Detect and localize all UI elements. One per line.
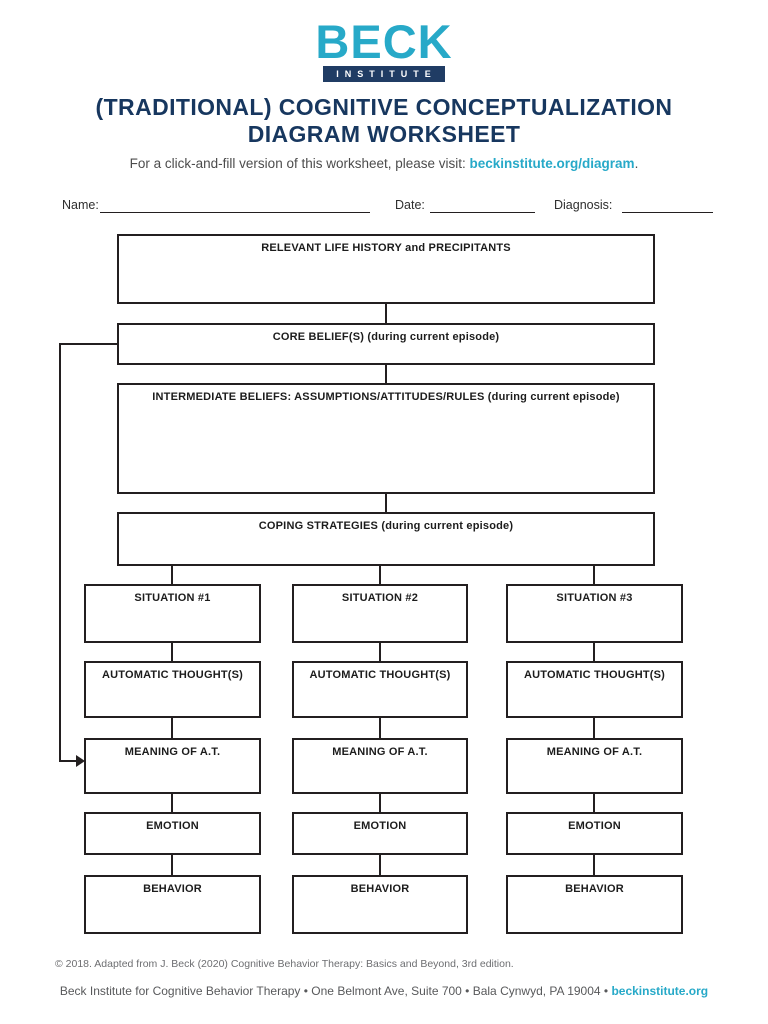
date-blank-line [430, 212, 535, 213]
connector-coping-to-situation-1 [171, 566, 173, 584]
connector-situation-to-at-3 [593, 643, 595, 661]
box-behavior-3: BEHAVIOR [506, 875, 683, 934]
connector-meaning-to-emotion-2 [379, 794, 381, 812]
beck-logo-institute-bar: INSTITUTE [323, 66, 445, 82]
connector-history-to-core [385, 304, 387, 323]
box-meaning-of-at-3: MEANING OF A.T. [506, 738, 683, 794]
copyright-note: © 2018. Adapted from J. Beck (2020) Cogn… [55, 958, 514, 970]
box-relevant-life-history: RELEVANT LIFE HISTORY and PRECIPITANTS [117, 234, 655, 304]
page-title: (TRADITIONAL) COGNITIVE CONCEPTUALIZATIO… [0, 94, 768, 148]
footer-website-link[interactable]: beckinstitute.org [611, 984, 709, 998]
beck-institute-logo: BECK INSTITUTE [0, 15, 768, 82]
identity-field-row: Name: Date: Diagnosis: [0, 196, 768, 218]
box-meaning-of-at-1: MEANING OF A.T. [84, 738, 261, 794]
diagnosis-label: Diagnosis: [554, 198, 613, 212]
feedback-arrowhead-icon [76, 755, 85, 767]
connector-core-to-intermediate [385, 365, 387, 383]
footer-address-text: Beck Institute for Cognitive Behavior Th… [59, 984, 612, 998]
name-blank-line [100, 212, 370, 213]
footer-address: Beck Institute for Cognitive Behavior Th… [0, 984, 768, 998]
box-behavior-1: BEHAVIOR [84, 875, 261, 934]
connector-at-to-meaning-3 [593, 718, 595, 738]
box-situation-3: SITUATION #3 [506, 584, 683, 643]
diagnosis-blank-line [622, 212, 713, 213]
connector-situation-to-at-2 [379, 643, 381, 661]
box-coping-strategies: COPING STRATEGIES (during current episod… [117, 512, 655, 566]
box-emotion-1: EMOTION [84, 812, 261, 855]
connector-coping-to-situation-2 [379, 566, 381, 584]
box-situation-2: SITUATION #2 [292, 584, 468, 643]
box-automatic-thoughts-3: AUTOMATIC THOUGHT(S) [506, 661, 683, 718]
box-emotion-3: EMOTION [506, 812, 683, 855]
name-label: Name: [62, 198, 99, 212]
connector-meaning-to-emotion-1 [171, 794, 173, 812]
connector-at-to-meaning-1 [171, 718, 173, 738]
connector-emotion-to-behavior-3 [593, 855, 595, 875]
box-automatic-thoughts-1: AUTOMATIC THOUGHT(S) [84, 661, 261, 718]
subtitle-period: . [634, 156, 639, 171]
title-line-2: DIAGRAM WORKSHEET [247, 121, 521, 147]
box-meaning-of-at-2: MEANING OF A.T. [292, 738, 468, 794]
connector-at-to-meaning-2 [379, 718, 381, 738]
box-behavior-2: BEHAVIOR [292, 875, 468, 934]
connector-situation-to-at-1 [171, 643, 173, 661]
feedback-line-bottom [59, 760, 77, 762]
box-intermediate-beliefs: INTERMEDIATE BELIEFS: ASSUMPTIONS/ATTITU… [117, 383, 655, 494]
box-situation-1: SITUATION #1 [84, 584, 261, 643]
box-core-beliefs: CORE BELIEF(S) (during current episode) [117, 323, 655, 365]
title-line-1: (TRADITIONAL) COGNITIVE CONCEPTUALIZATIO… [95, 94, 673, 120]
feedback-line-vertical [59, 343, 61, 762]
connector-emotion-to-behavior-2 [379, 855, 381, 875]
beck-logo-wordmark: BECK [315, 15, 453, 68]
subtitle-text: For a click-and-fill version of this wor… [129, 156, 470, 171]
subtitle: For a click-and-fill version of this wor… [0, 156, 768, 171]
connector-intermediate-to-coping [385, 494, 387, 512]
box-emotion-2: EMOTION [292, 812, 468, 855]
connector-emotion-to-behavior-1 [171, 855, 173, 875]
date-label: Date: [395, 198, 425, 212]
diagram-link[interactable]: beckinstitute.org/diagram [469, 156, 635, 171]
box-automatic-thoughts-2: AUTOMATIC THOUGHT(S) [292, 661, 468, 718]
connector-meaning-to-emotion-3 [593, 794, 595, 812]
connector-coping-to-situation-3 [593, 566, 595, 584]
feedback-line-top [59, 343, 117, 345]
